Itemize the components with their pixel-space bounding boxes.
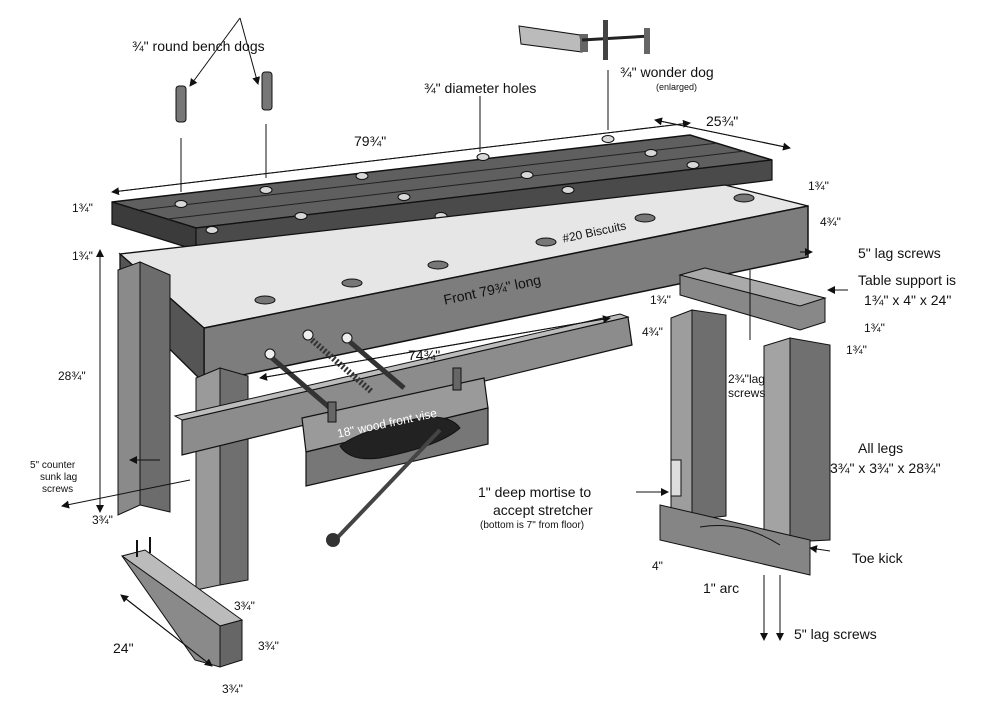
stretcher-thickness-label: 1¾" (650, 293, 671, 307)
support-dim-a-label: 1¾" (864, 321, 885, 335)
bench-top (111, 134, 773, 262)
counter-sunk-line3: screws (42, 484, 74, 495)
bench-dogs-label: ¾" round bench dogs (132, 38, 265, 54)
toe-kick-left (120, 537, 244, 668)
diameter-holes-label: ¾" diameter holes (424, 80, 537, 96)
lag-screws-top-label: 5" lag screws (858, 245, 941, 261)
counter-sunk-line1: 5" counter (30, 460, 76, 471)
bench-dogs (175, 71, 273, 192)
lag-screws-bottom-label: 5" lag screws (794, 626, 877, 642)
support-dim-b-label: 1¾" (846, 343, 867, 357)
back-stretcher (173, 313, 633, 456)
arc-label: 1" arc (703, 580, 740, 596)
kick-length-label: 24" (113, 640, 134, 656)
four-inch-label: 4" (652, 559, 663, 573)
support-thickness-label: 1¾" (808, 179, 829, 193)
wonder-dog (518, 20, 651, 130)
lag-2in-line1: 2¾"lag (728, 372, 765, 386)
table-support-line1: Table support is (858, 272, 957, 288)
kick-height-label: 3¾" (258, 639, 279, 653)
stretcher-length-label: 74¾" (408, 347, 441, 363)
toe-kick-label: Toe kick (852, 550, 903, 566)
mortise-line1: 1" deep mortise to (478, 484, 592, 500)
apron-height-label: 4¾" (820, 215, 841, 229)
lag-2in-line2: screws (728, 386, 766, 400)
all-legs-line1: All legs (858, 440, 904, 456)
kick-width-label: 3¾" (234, 599, 255, 613)
counter-sunk-line2: sunk lag (40, 472, 78, 483)
kick-depth-label: 3¾" (222, 682, 243, 696)
wonder-dog-label: ¾" wonder dog (620, 64, 714, 80)
mortise-line3: (bottom is 7" from floor) (480, 520, 585, 531)
top-width-label: 25¾" (706, 113, 739, 129)
right-leg-assembly (659, 267, 831, 576)
top-length-label: 79¾" (354, 133, 387, 149)
wonder-dog-note: (enlarged) (656, 82, 698, 92)
stretcher-height-label: 4¾" (642, 325, 663, 339)
leg-dim-left-label: 3¾" (92, 513, 113, 527)
mortise-line2: accept stretcher (493, 502, 593, 518)
all-legs-line2: 3¾" x 3¾" x 28¾" (830, 460, 941, 476)
apron-thickness-label: 1¾" (72, 249, 93, 263)
bench-height-label: 28¾" (58, 369, 86, 383)
dimension-lines (61, 17, 848, 667)
top-thickness-label: 1¾" (72, 201, 93, 215)
front-vise (270, 337, 489, 547)
table-support-line2: 1¾" x 4" x 24" (864, 292, 952, 308)
